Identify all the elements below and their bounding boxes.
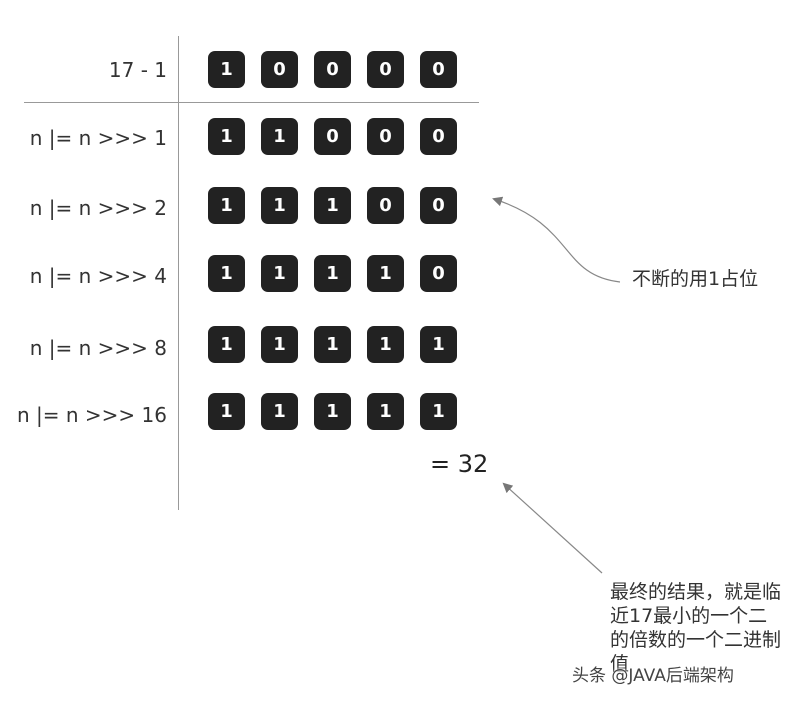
row-label: n |= n >>> 1	[29, 126, 167, 150]
bit-cell: 1	[420, 393, 457, 430]
row-label: 17 - 1	[108, 58, 167, 82]
row-label: n |= n >>> 4	[29, 264, 167, 288]
watermark: 头条 @JAVA后端架构	[572, 666, 734, 686]
bit-cell: 1	[367, 255, 404, 292]
bit-cell: 1	[367, 326, 404, 363]
table-vertical-divider	[178, 36, 179, 510]
row-label: n |= n >>> 16	[17, 403, 167, 427]
bit-cell: 1	[314, 187, 351, 224]
bit-cell: 1	[208, 326, 245, 363]
bit-cell: 1	[261, 255, 298, 292]
bit-cell: 1	[367, 393, 404, 430]
bit-cell: 1	[208, 187, 245, 224]
bit-cell: 1	[314, 393, 351, 430]
bit-cell: 0	[420, 118, 457, 155]
bit-cell: 1	[420, 326, 457, 363]
bit-cell: 0	[420, 51, 457, 88]
bit-cell: 1	[314, 255, 351, 292]
bit-cell: 1	[261, 187, 298, 224]
bit-cell: 1	[261, 118, 298, 155]
row-label: n |= n >>> 2	[29, 196, 167, 220]
arrow-to-row	[492, 196, 621, 283]
bit-cell: 0	[367, 187, 404, 224]
arrow-to-result	[502, 482, 603, 574]
bit-cell: 1	[314, 326, 351, 363]
table-header-divider	[24, 102, 479, 103]
bit-cell: 1	[261, 393, 298, 430]
bit-cell: 1	[208, 118, 245, 155]
bit-cell: 0	[261, 51, 298, 88]
bit-cell: 0	[367, 118, 404, 155]
result-value: = 32	[430, 450, 489, 478]
bit-cell: 1	[208, 393, 245, 430]
bit-cell: 0	[367, 51, 404, 88]
row-label: n |= n >>> 8	[29, 336, 167, 360]
bit-cell: 0	[420, 187, 457, 224]
bit-cell: 0	[314, 118, 351, 155]
bit-cell: 0	[420, 255, 457, 292]
annotation-final-result: 最终的结果，就是临近17最小的一个二的倍数的一个二进制值	[610, 581, 782, 675]
annotation-fill-with-ones: 不断的用1占位	[632, 268, 759, 290]
bit-cell: 1	[208, 255, 245, 292]
bit-cell: 1	[208, 51, 245, 88]
bit-cell: 1	[261, 326, 298, 363]
bit-cell: 0	[314, 51, 351, 88]
